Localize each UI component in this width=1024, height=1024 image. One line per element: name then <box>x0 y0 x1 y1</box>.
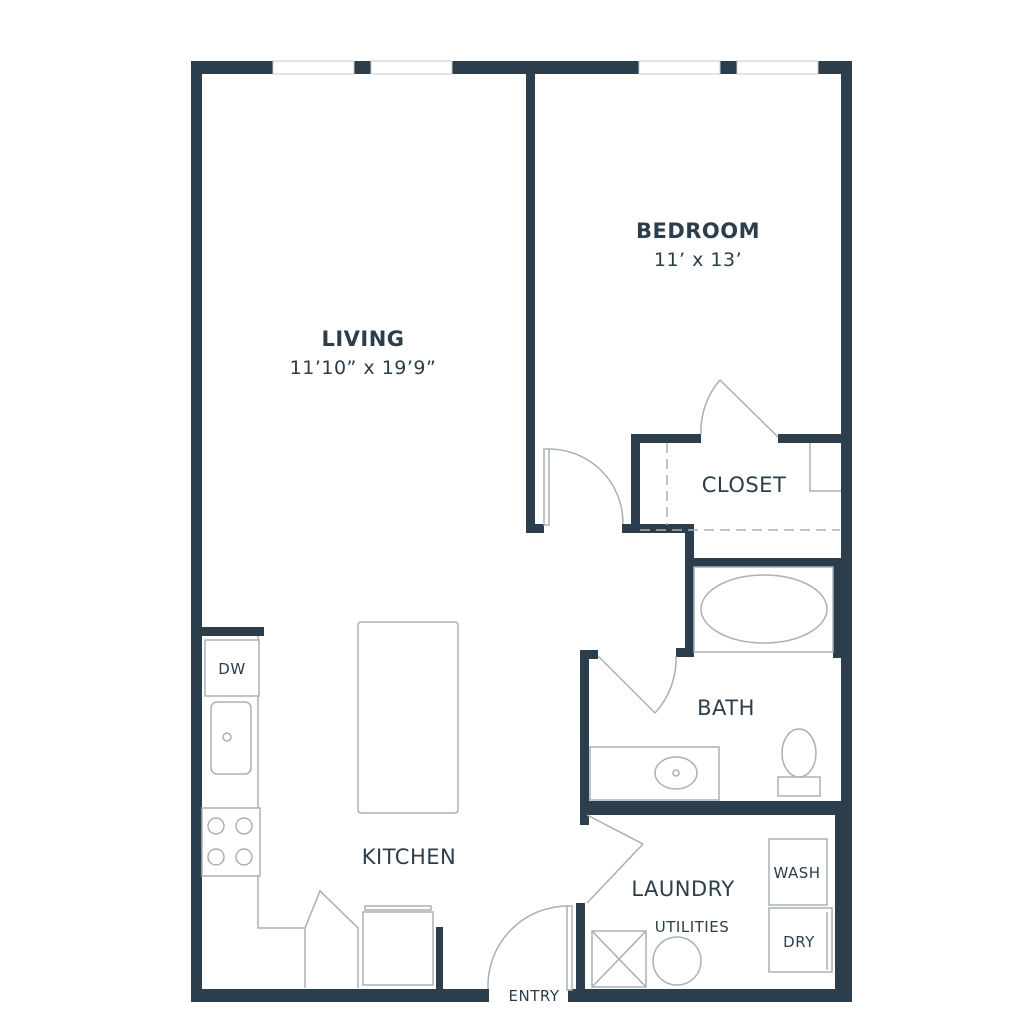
kitchen-island <box>357 621 459 814</box>
dryer-label: DRY <box>783 933 815 951</box>
door-bedroom-swing <box>548 448 624 525</box>
doors <box>487 379 779 991</box>
pantry-door <box>304 889 359 988</box>
fridge <box>362 911 434 986</box>
wall-bath-left-upper <box>685 524 694 657</box>
burner-1 <box>207 817 225 835</box>
burner-4 <box>235 848 253 866</box>
washer-label: WASH <box>773 864 820 882</box>
closet-shelf <box>809 443 841 492</box>
wall-laundry-right-thick <box>835 801 852 1002</box>
laundry-name: LAUNDRY <box>631 877 734 901</box>
dishwasher <box>204 639 260 697</box>
kitchen-sink-drain <box>222 732 232 742</box>
wall-bath-laundry <box>580 801 852 815</box>
bedroom-name: BEDROOM <box>636 219 760 243</box>
kitchen-name: KITCHEN <box>362 845 457 869</box>
wall-bedroom-bottom <box>622 524 694 533</box>
wall-right <box>841 61 852 1002</box>
wall-closet-top-left <box>631 434 701 443</box>
toilet-tank <box>777 776 821 797</box>
bedroom-dimensions: 11’ x 13’ <box>654 249 742 271</box>
wall-bath-door-stub <box>676 648 694 657</box>
windows <box>272 60 819 75</box>
wall-bottom-left <box>191 989 489 1002</box>
dryer <box>768 907 833 973</box>
washer <box>768 838 828 906</box>
wall-left <box>191 61 202 1002</box>
window-bedroom-1 <box>638 60 721 75</box>
fridge-top <box>364 905 432 911</box>
closet-fixtures <box>640 443 841 531</box>
water-heater <box>652 936 702 986</box>
wall-bath-left <box>580 650 589 825</box>
door-closet-leaf <box>719 379 779 438</box>
wall-laundry-left <box>576 903 585 1002</box>
bath-name: BATH <box>697 696 755 720</box>
wall-bottom-right <box>568 989 852 1002</box>
wall-post <box>436 927 443 989</box>
range <box>201 807 261 877</box>
dishwasher-label: DW <box>218 660 245 678</box>
door-laundry-leaf <box>586 843 644 904</box>
door-laundry-swing-edge <box>586 814 644 845</box>
burner-3 <box>207 848 225 866</box>
toilet-bowl <box>781 728 817 778</box>
walls <box>191 61 852 1002</box>
door-entry-leaf <box>566 905 573 991</box>
entry-label: ENTRY <box>509 987 560 1005</box>
kitchen-fixtures <box>201 621 459 988</box>
bath-sink-drain <box>672 769 680 777</box>
laundry-fixtures <box>591 838 833 988</box>
window-living-2 <box>370 60 453 75</box>
utilities-label: UTILITIES <box>655 918 729 936</box>
wall-kitchen-stub <box>191 627 264 636</box>
wall-closet-left <box>631 434 640 530</box>
door-entry-swing <box>487 905 569 990</box>
closet-name: CLOSET <box>702 473 787 497</box>
wall-living-bedroom <box>526 61 535 533</box>
door-closet-swing <box>700 379 721 435</box>
bathtub-basin <box>700 574 828 644</box>
wall-closet-top-right <box>778 434 852 443</box>
living-name: LIVING <box>321 327 404 351</box>
wall-stub-bedroom-door-left <box>526 524 544 533</box>
window-living-1 <box>272 60 355 75</box>
wall-closet-bath <box>685 558 852 567</box>
wall-bath-right-thick <box>833 558 852 658</box>
bath-fixtures <box>589 566 834 801</box>
labels: LIVING 11’10” x 19’9” BEDROOM 11’ x 13’ … <box>218 219 820 1005</box>
counter-edge-lower <box>257 876 305 929</box>
door-bath-swing <box>654 655 677 714</box>
living-dimensions: 11’10” x 19’9” <box>290 357 437 379</box>
utility-panel-diag-2 <box>591 930 647 988</box>
burner-2 <box>235 817 253 835</box>
window-bedroom-2 <box>736 60 819 75</box>
door-bedroom-leaf <box>543 448 550 526</box>
door-bath-leaf <box>597 655 656 714</box>
